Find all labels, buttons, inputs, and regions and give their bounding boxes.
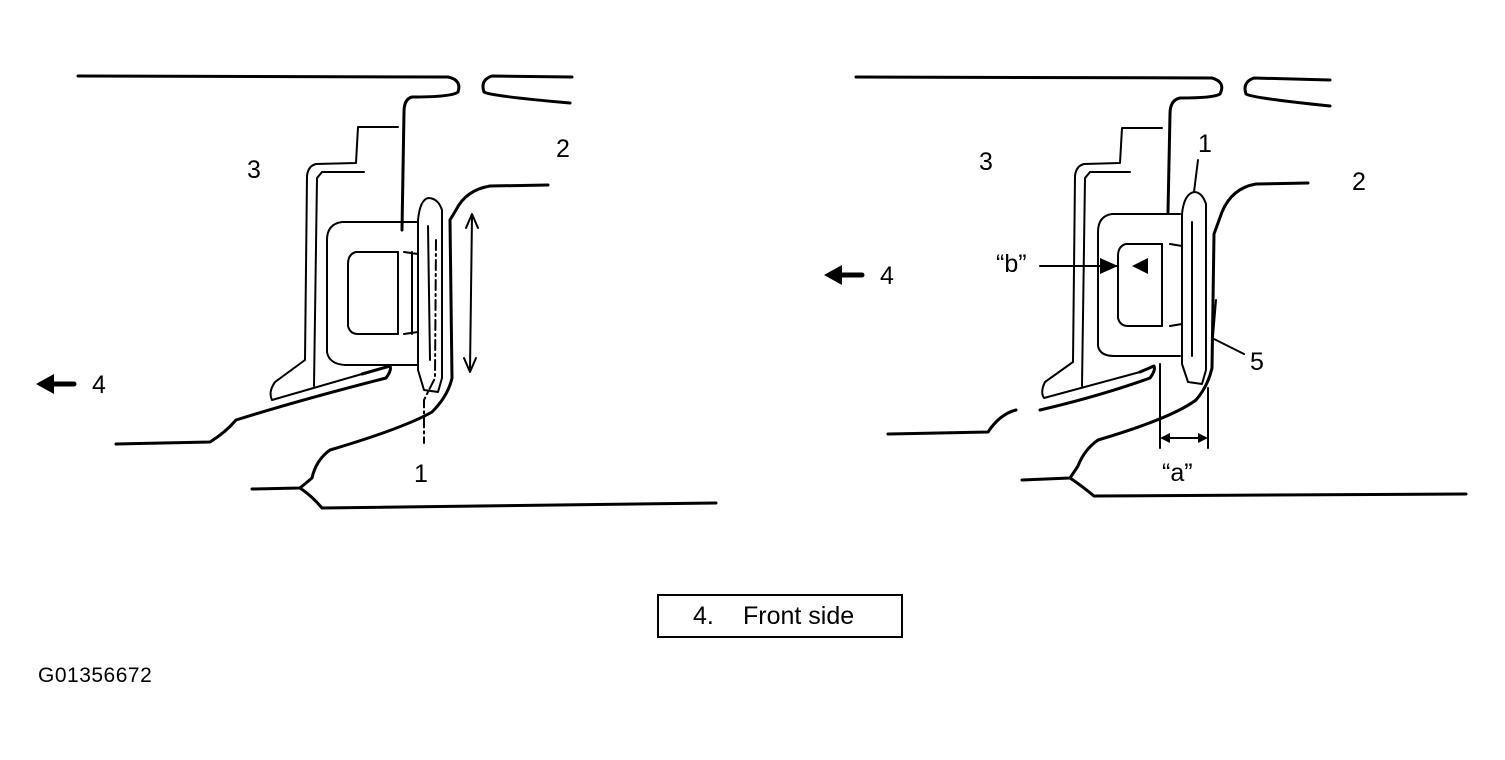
right-top-right-panel (1243, 76, 1332, 108)
left-trim-3-inner (313, 171, 365, 387)
left-label-1: 1 (414, 460, 428, 488)
right-lower-panel (1068, 476, 1468, 498)
left-top-panel (76, 74, 461, 232)
left-clip-inner (347, 251, 399, 335)
figure-code: G01356672 (38, 664, 153, 687)
right-dim-b-arrow-tail (1132, 258, 1148, 274)
right-label-1: 1 (1198, 130, 1212, 158)
right-label-4: 4 (880, 262, 894, 290)
right-leader-5 (1211, 337, 1245, 355)
right-dim-b-arrow-head (1100, 258, 1118, 274)
legend-number: 4. (693, 601, 714, 630)
left-wheel-arch (250, 183, 550, 491)
left-view: 3 2 1 4 (36, 74, 718, 510)
right-view: 3 1 2 4 5 “b” “a” (824, 75, 1468, 498)
left-clip-outer (326, 221, 419, 366)
right-label-b: “b” (996, 250, 1027, 278)
right-trim-3-inner (1081, 171, 1131, 387)
right-clip-head (1181, 191, 1207, 385)
right-front-arrow-head (824, 265, 842, 285)
left-centerline (423, 239, 437, 444)
left-label-2: 2 (556, 135, 570, 163)
right-label-5: 5 (1250, 348, 1264, 376)
right-label-a: “a” (1162, 459, 1193, 487)
left-label-4: 4 (92, 371, 106, 399)
right-trim-3 (1041, 127, 1163, 399)
left-lower-panel (298, 486, 718, 510)
right-seal-line (1211, 299, 1217, 349)
right-label-3: 3 (979, 148, 993, 176)
left-slide-arrow-heads (463, 213, 479, 373)
right-clip-inner-head (1161, 243, 1183, 327)
left-clip-inner-head (397, 251, 419, 335)
right-clip-outer (1097, 213, 1181, 357)
right-leader-1 (1193, 159, 1199, 193)
legend-box: 4. Front side (657, 594, 903, 638)
right-wheel-arch (1020, 181, 1310, 482)
left-clip-head (417, 197, 443, 393)
right-lower-trim (886, 408, 1018, 436)
right-lower-trim-2 (1038, 364, 1156, 412)
legend-text: Front side (743, 601, 855, 630)
left-top-right-panel (481, 74, 574, 105)
left-clip-head-inner (427, 225, 431, 361)
left-front-arrow-head (36, 374, 54, 394)
right-label-2: 2 (1352, 168, 1366, 196)
right-clip-inner (1117, 243, 1163, 327)
left-lower-trim (114, 364, 392, 446)
left-slide-arrow (469, 215, 473, 371)
right-dim-a-arrows (1160, 433, 1208, 443)
right-top-panel (854, 75, 1224, 214)
left-trim-3 (269, 126, 399, 401)
left-label-3: 3 (247, 156, 261, 184)
